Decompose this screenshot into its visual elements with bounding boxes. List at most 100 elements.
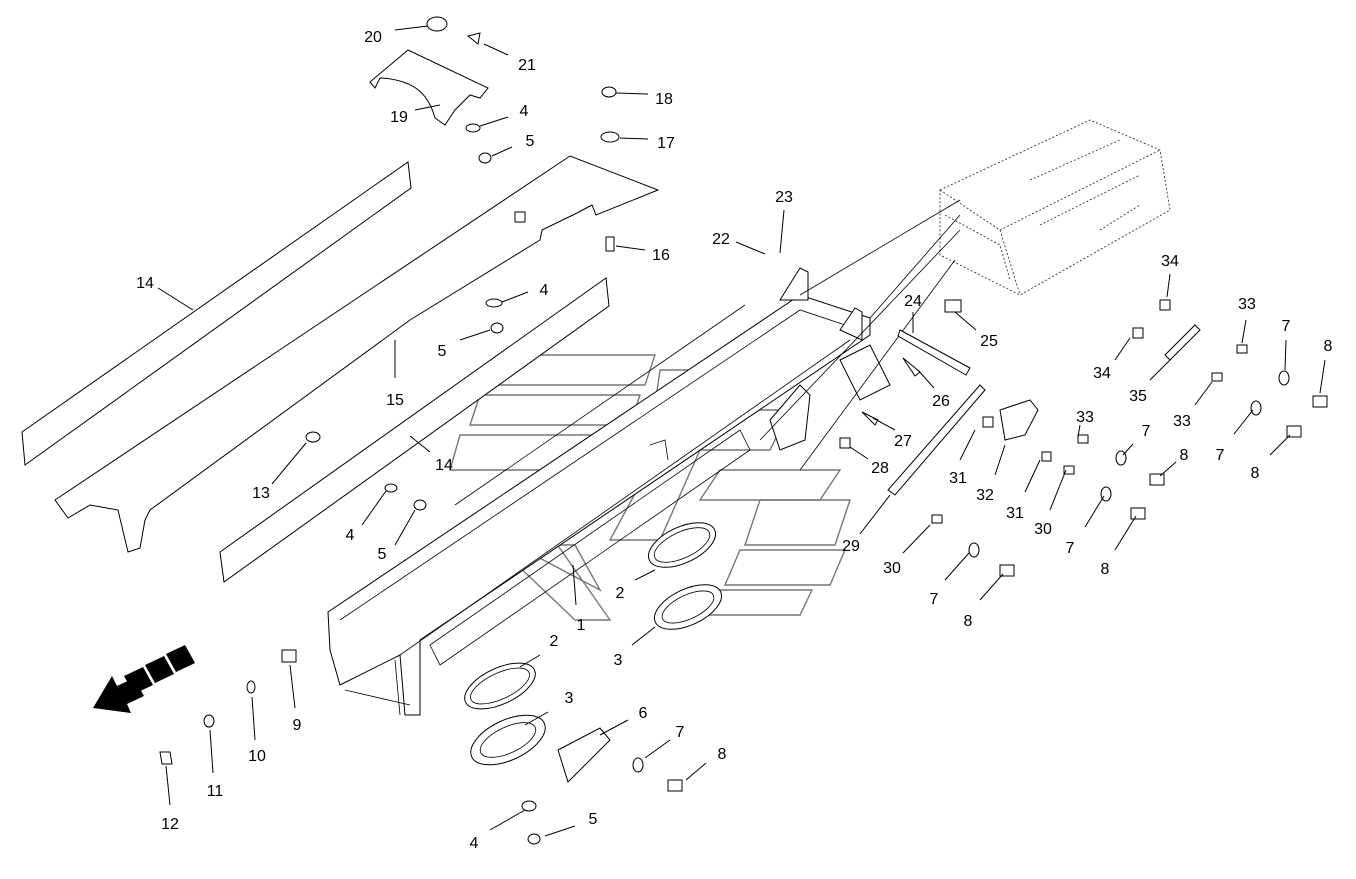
callout-number: 17	[657, 135, 675, 152]
callout-number: 25	[980, 333, 998, 350]
callout-number: 2	[550, 633, 559, 650]
leader-line	[631, 626, 656, 646]
callout-number: 8	[718, 746, 727, 763]
leader-line	[1049, 469, 1067, 511]
callout-number: 3	[614, 652, 623, 669]
leader-line	[599, 719, 629, 736]
callout-number: 34	[1093, 365, 1111, 382]
leader-line	[479, 116, 509, 127]
callout-number: 34	[1161, 253, 1179, 270]
callout-number: 4	[346, 527, 355, 544]
callout-number: 14	[435, 457, 453, 474]
callout-number: 5	[378, 546, 387, 563]
callout-number: 30	[1034, 521, 1052, 538]
leader-line	[414, 104, 441, 111]
leader-line	[979, 573, 1004, 601]
callout-number: 33	[1238, 296, 1256, 313]
callout-number: 26	[932, 393, 950, 410]
leader-line	[954, 311, 977, 331]
callout-number: 23	[775, 189, 793, 206]
leader-line	[634, 569, 656, 581]
callout-number: 32	[976, 487, 994, 504]
leader-line	[1024, 459, 1041, 493]
alignment-lines	[759, 199, 961, 471]
callout-number: 7	[1216, 447, 1225, 464]
callout-number: 21	[518, 57, 536, 74]
leader-lines	[157, 25, 1326, 837]
callout-number: 29	[842, 538, 860, 555]
leader-line	[1114, 515, 1137, 551]
callout-number: 4	[520, 103, 529, 120]
callout-number: 5	[438, 343, 447, 360]
side-panels	[21, 155, 660, 583]
callout-number: 8	[1180, 447, 1189, 464]
callout-number: 27	[894, 433, 912, 450]
fuel-tank-reference	[939, 119, 1171, 296]
callout-number: 8	[964, 613, 973, 630]
callout-number: 20	[364, 29, 382, 46]
leader-line	[944, 552, 970, 581]
callout-number: 7	[1142, 423, 1151, 440]
leader-line	[394, 509, 416, 546]
top-hardware	[305, 16, 620, 511]
callout-number: 14	[136, 275, 154, 292]
callout-number: 3	[565, 690, 574, 707]
leader-line	[165, 765, 171, 806]
leader-line	[1149, 359, 1171, 381]
leader-line	[1284, 339, 1287, 371]
leader-line	[902, 524, 931, 554]
leader-line	[459, 329, 491, 341]
callout-number: 7	[676, 724, 685, 741]
callout-number: 2	[616, 585, 625, 602]
leader-line	[619, 137, 649, 140]
access-covers	[464, 522, 723, 783]
callout-number: 5	[526, 133, 535, 150]
callout-number: 15	[386, 392, 404, 409]
leader-line	[872, 417, 896, 431]
callout-number: 31	[949, 470, 967, 487]
callout-number: 30	[883, 560, 901, 577]
callout-number: 7	[930, 591, 939, 608]
callout-number: 33	[1173, 413, 1191, 430]
watermark	[449, 354, 851, 621]
leader-line	[615, 92, 649, 95]
leader-line	[289, 664, 296, 709]
callout-number: 1	[577, 617, 586, 634]
leader-line	[917, 369, 935, 389]
leader-line	[779, 209, 785, 254]
leader-line	[1159, 461, 1177, 477]
leader-line	[409, 435, 431, 453]
main-frame	[327, 267, 891, 716]
leader-line	[361, 490, 387, 526]
direction-arrow-icon	[93, 645, 195, 713]
leader-line	[1077, 424, 1081, 438]
leader-line	[685, 762, 707, 781]
callout-number: 13	[252, 485, 270, 502]
leader-line	[1194, 381, 1213, 406]
leader-line	[1114, 337, 1131, 361]
leader-line	[735, 241, 766, 255]
callout-number: 10	[248, 748, 266, 765]
leader-line	[1084, 495, 1105, 528]
callout-number: 18	[655, 91, 673, 108]
callout-number: 22	[712, 231, 730, 248]
leader-line	[572, 564, 577, 606]
callout-number: 7	[1066, 540, 1075, 557]
leader-line	[524, 711, 549, 726]
leader-line	[544, 825, 576, 837]
leader-line	[209, 729, 214, 774]
callout-number: 8	[1251, 465, 1260, 482]
leader-line	[644, 739, 671, 759]
leader-line	[251, 696, 256, 741]
leader-line	[491, 146, 513, 157]
leader-line	[394, 25, 429, 31]
leader-line	[615, 245, 646, 251]
callout-number: 16	[652, 247, 670, 264]
callout-number: 33	[1076, 409, 1094, 426]
leader-line	[959, 429, 976, 461]
callout-number: 12	[161, 816, 179, 833]
callout-number: 24	[904, 293, 922, 310]
leader-line	[849, 446, 869, 460]
